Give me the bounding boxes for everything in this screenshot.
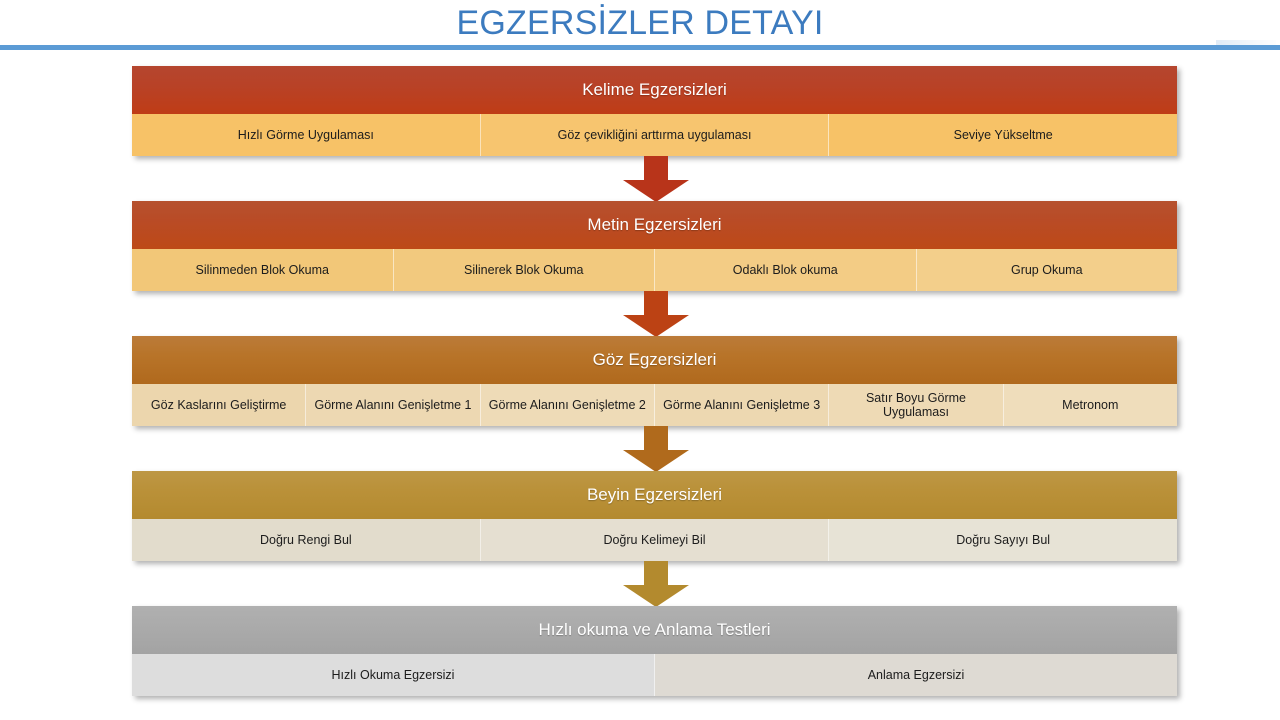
flow-item[interactable]: Satır Boyu Görme Uygulaması <box>829 384 1004 426</box>
flow-connector-1 <box>622 156 690 203</box>
flow-connector-3 <box>622 426 690 473</box>
down-arrow-icon <box>623 561 689 607</box>
flow-block-beyin[interactable]: Beyin Egzersizleri Doğru Rengi Bul Doğru… <box>132 471 1178 561</box>
flow-block-title: Kelime Egzersizleri <box>582 80 727 99</box>
flow-item[interactable]: Görme Alanını Genişletme 3 <box>654 384 830 426</box>
flow-block-testler[interactable]: Hızlı okuma ve Anlama Testleri Hızlı Oku… <box>132 606 1177 696</box>
flow-block-metin[interactable]: Metin Egzersizleri Silinmeden Blok Okuma… <box>132 201 1177 291</box>
page-header: EGZERSİZLER DETAYI <box>0 0 1280 46</box>
flow-block-title: Hızlı okuma ve Anlama Testleri <box>538 620 771 639</box>
flow-item[interactable]: Hızlı Görme Uygulaması <box>132 114 481 156</box>
flow-block-header: Metin Egzersizleri <box>132 201 1177 249</box>
flow-block-items: Hızlı Okuma Egzersizi Anlama Egzersizi <box>132 654 1177 696</box>
flow-connector-4 <box>622 561 690 608</box>
flow-item[interactable]: Seviye Yükseltme <box>953 127 1053 142</box>
flow-block-items: Göz Kaslarını Geliştirme Görme Alanını G… <box>132 384 1177 426</box>
flow-item[interactable]: Göz Kaslarını Geliştirme <box>132 384 307 426</box>
flow-item[interactable]: Doğru Kelimeyi Bil <box>480 519 830 561</box>
flow-item[interactable]: Anlama Egzersizi <box>655 654 1177 696</box>
flow-item[interactable]: Görme Alanını Genişletme 2 <box>480 384 655 426</box>
flow-item[interactable]: Silinerek Blok Okuma <box>393 249 655 291</box>
page-title: EGZERSİZLER DETAYI <box>456 4 824 42</box>
flow-block-title: Metin Egzersizleri <box>587 215 722 234</box>
flow-block-title: Beyin Egzersizleri <box>586 485 723 504</box>
flow-block-items: Hızlı Görme Uygulaması Göz çevikliğini a… <box>132 114 1177 156</box>
flow-item[interactable]: Doğru Sayıyı Bul <box>829 519 1178 561</box>
flow-item[interactable]: Odaklı Blok okuma <box>655 249 917 291</box>
flow-item[interactable]: Hızlı Okuma Egzersizi <box>132 654 655 696</box>
down-arrow-icon <box>623 426 689 472</box>
flow-block-header: Kelime Egzersizleri <box>132 66 1177 114</box>
header-artifact <box>1216 40 1276 45</box>
flow-block-header: Beyin Egzersizleri <box>132 471 1177 519</box>
flow-block-title: Göz Egzersizleri <box>592 350 717 369</box>
down-arrow-icon <box>623 291 689 337</box>
flow-item[interactable]: Görme Alanını Genişletme 1 <box>306 384 481 426</box>
flow-block-items: Silinmeden Blok Okuma Silinerek Blok Oku… <box>132 249 1177 291</box>
flow-item[interactable]: Metronom <box>1003 384 1177 426</box>
flow-block-header: Göz Egzersizleri <box>132 336 1177 384</box>
flow-block-header: Hızlı okuma ve Anlama Testleri <box>132 606 1177 654</box>
flow-item[interactable]: Silinmeden Blok Okuma <box>132 249 394 291</box>
title-divider <box>0 45 1280 50</box>
flow-block-goz[interactable]: Göz Egzersizleri Göz Kaslarını Geliştirm… <box>132 336 1177 426</box>
exercise-flow-diagram: Kelime Egzersizleri Hızlı Görme Uygulama… <box>0 50 1280 720</box>
flow-item[interactable]: Göz çevikliğini arttırma uygulaması <box>480 114 830 156</box>
down-arrow-icon <box>623 156 689 202</box>
flow-item[interactable]: Grup Okuma <box>916 249 1177 291</box>
flow-connector-2 <box>622 291 690 338</box>
flow-block-kelime[interactable]: Kelime Egzersizleri Hızlı Görme Uygulama… <box>132 66 1177 156</box>
flow-block-items: Doğru Rengi Bul Doğru Kelimeyi Bil Doğru… <box>132 519 1178 561</box>
flow-item[interactable]: Doğru Rengi Bul <box>132 519 481 561</box>
